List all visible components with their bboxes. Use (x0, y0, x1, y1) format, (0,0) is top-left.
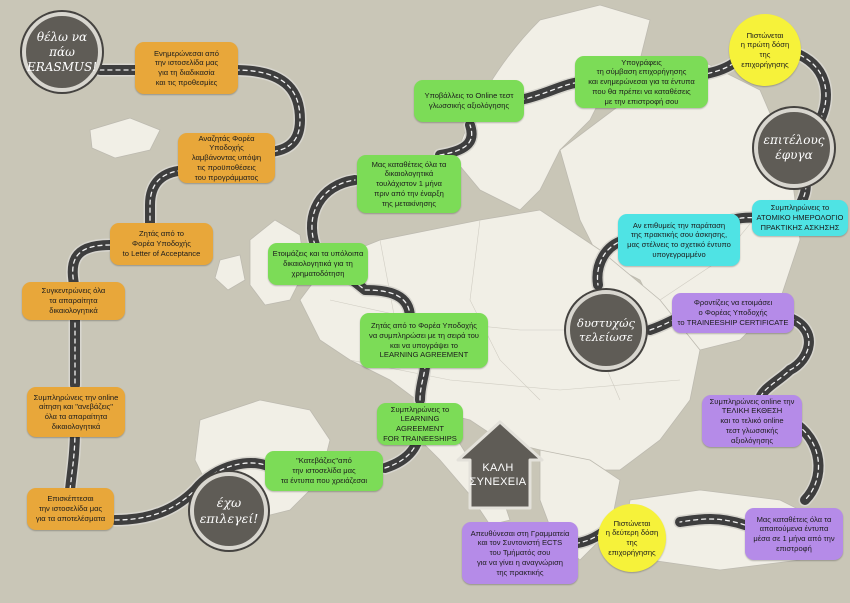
step-prepare-funding-docs-box: Ετοιμάζεις και τα υπόλοιπα δικαιολογητικ… (268, 243, 368, 285)
step-recognition-box: Απευθύνεσαι στη Γραμματεία και τον Συντο… (462, 522, 578, 584)
step-results-box: Επισκέπτεσαι την ιστοσελίδα μας για τα α… (27, 488, 114, 530)
step-host-signs-agreement-box: Ζητάς από το Φορέα Υποδοχής να συμπληρώσ… (360, 313, 488, 368)
step-extension-request-box: Αν επιθυμείς την παράταση της πρακτικής … (618, 214, 740, 266)
start-circle: θέλω να πάω ERASMUS! (22, 12, 102, 92)
left-circle: επιτέλους έφυγα (754, 108, 834, 188)
step-traineeship-certificate-box: Φροντίζεις να ετοιμάσει ο Φορέας Υποδοχή… (672, 293, 794, 333)
step-find-host-box: Αναζητάς Φορέα Υποδοχής λαμβάνοντας υπόψ… (178, 133, 275, 183)
map-landmass-iceland (89, 117, 161, 159)
map-landmass-ireland (214, 254, 246, 291)
step-acceptance-letter-box: Ζητάς από το Φορέα Υποδοχής to Letter of… (110, 223, 213, 265)
first-payment-note: Πιστώνεται η πρώτη δόση της επιχορήγησης (729, 14, 801, 86)
step-download-forms-box: "Κατεβάζεις"από την ιστοσελίδα μας τα έν… (265, 451, 383, 491)
step-online-application-box: Συμπληρώνεις την online αίτηση και "ανεβ… (27, 387, 125, 437)
finished-circle: δυστυχώς τελείωσε (566, 290, 646, 370)
step-return-documents-box: Μας καταθέτεις όλα τα απαιτούμενα έντυπα… (745, 508, 843, 560)
step-final-report-box: Συμπληρώνεις online την ΤΕΛΙΚΗ ΕΚΘΕΣΗ κα… (702, 395, 802, 447)
step-submit-documents-box: Μας καταθέτεις όλα τα δικαιολογητικά του… (357, 155, 461, 213)
continue-arrow-label: ΚΑΛΗ ΣΥΝΕΧΕΙΑ (469, 462, 527, 488)
second-payment-note: Πιστώνεται η δεύτερη δόση της επιχορήγησ… (598, 504, 666, 572)
step-fill-learning-agreement-box: Συμπληρώνεις το LEARNING AGREEMENT FOR T… (377, 403, 463, 445)
left-circle-label: επιτέλους έφυγα (763, 133, 825, 162)
chose-circle: έχω επιλεγεί! (190, 472, 268, 550)
step-traineeship-diary-box: Συμπληρώνεις το ΑΤΟΜΙΚΟ ΗΜΕΡΟΛΟΓΙΟ ΠΡΑΚΤ… (752, 200, 848, 236)
step-gather-documents-box: Συγκεντρώνεις όλα τα απαραίτητα δικαιολο… (22, 282, 125, 320)
start-circle-label: θέλω να πάω ERASMUS! (26, 29, 98, 74)
finished-circle-label: δυστυχώς τελείωσε (577, 315, 635, 344)
step-sign-grant-agreement-box: Υπογράφεις τη σύμβαση επιχορήγησης και ε… (575, 56, 708, 108)
step-inform-box: Ενημερώνεσαι από την ιστοσελίδα μας για … (135, 42, 238, 94)
step-language-test-box: Υποβάλλεις το Online τεστ γλωσσικής αξιο… (414, 80, 524, 122)
chose-circle-label: έχω επιλεγεί! (199, 495, 259, 526)
